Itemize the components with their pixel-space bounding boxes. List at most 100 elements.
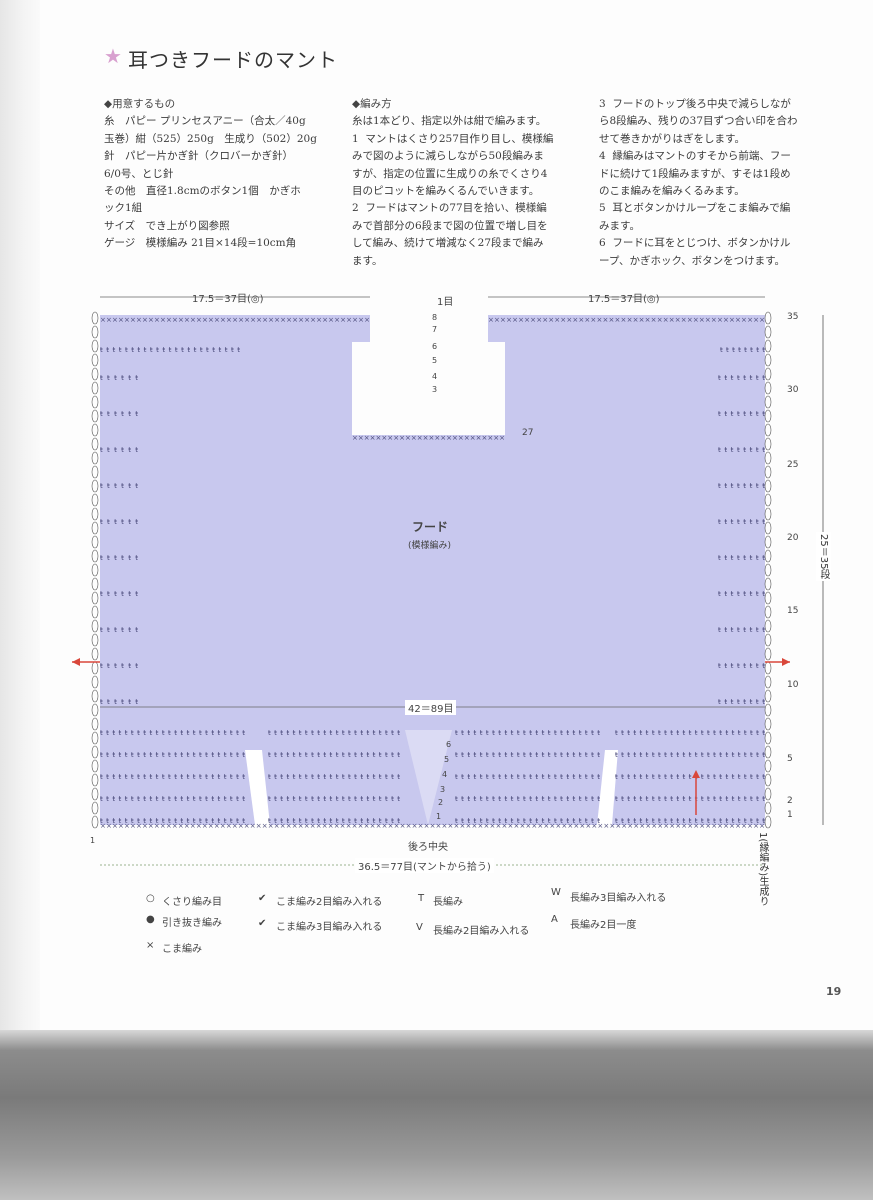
inner-row-27: 27	[522, 428, 534, 438]
materials-line: 糸 パピー プリンセスアニー（合太／40g	[104, 115, 306, 128]
arrow-right-icon	[765, 658, 790, 666]
edge-chain-stitch	[764, 479, 772, 493]
arrow-up-icon	[692, 770, 700, 815]
method2-line: 5 耳とボタンかけループをこま編みで編	[599, 202, 791, 215]
method2-line: 4 縁編みはマントのすそから前端、フー	[599, 150, 791, 163]
mid-width-label: 42＝89目	[405, 700, 457, 715]
stitch-row: ××××××××××××××××××××××××××××××××××××××××…	[100, 316, 370, 324]
method2-line: 3 フードのトップ後ろ中央で減らしなが	[599, 98, 791, 110]
edge-chain-stitch	[91, 409, 99, 423]
edge-chain-stitch	[91, 717, 99, 731]
page-gutter	[0, 0, 40, 1030]
method-line: ます。	[352, 254, 383, 267]
page-title: 耳つきフードのマント	[128, 48, 338, 72]
legend-label: くさり編み目	[162, 897, 222, 908]
hood-area	[100, 315, 765, 825]
top-row: 3	[432, 385, 438, 394]
center-back-label: 後ろ中央	[408, 842, 448, 853]
edge-chain-stitch	[91, 367, 99, 381]
legend-symbol: A	[551, 914, 558, 925]
hood-label: フード	[412, 520, 449, 534]
materials-line: 玉巻）紺（525）250g 生成り（502）20g	[104, 132, 317, 145]
neck-row: 4	[442, 770, 448, 779]
edge-chain-stitch	[91, 675, 99, 689]
row-mark: 35	[787, 312, 799, 322]
edge-chain-stitch	[764, 633, 772, 647]
edge-chain-stitch	[91, 311, 99, 325]
row-mark: 30	[787, 385, 799, 395]
edge-chain-stitch	[91, 339, 99, 353]
scan-shadow	[0, 1030, 873, 1200]
edge-chain-stitch	[91, 759, 99, 773]
edge-chain-stitch	[764, 787, 772, 801]
edge-chain-stitch	[764, 563, 772, 577]
materials-line: ック1組	[104, 202, 143, 215]
edge-chain-stitch	[764, 535, 772, 549]
edge-chain-stitch	[91, 801, 99, 815]
page-number: 19	[826, 985, 842, 998]
edge-chain-stitch	[91, 479, 99, 493]
method2-line: せて巻きかがりはぎをします。	[599, 132, 745, 145]
legend-symbol: W	[551, 887, 561, 898]
materials-line: その他 直径1.8cmのボタン1個 かぎホ	[104, 185, 301, 198]
stitch-row: ŧŧŧŧŧŧŧŧŧŧŧŧŧŧŧŧŧŧŧŧŧŧŧŧŧ	[615, 795, 765, 803]
stitch-row: ××××××××××××××××××××××××××	[352, 434, 505, 442]
edge-chain-stitch	[91, 353, 99, 367]
star-icon: ★	[104, 44, 122, 68]
method-line: すが、指定の位置に生成りの糸でくさり4	[352, 167, 548, 180]
method2-line: ら8段編み、残りの37目ずつ合い印を合わ	[599, 115, 798, 128]
edge-chain-stitch	[91, 395, 99, 409]
edge-chain-stitch	[764, 507, 772, 521]
materials-heading: ◆用意するもの	[104, 98, 176, 110]
height-label: 25＝35段	[816, 532, 831, 582]
top-right-width-label: 17.5＝37目(◎)	[588, 294, 660, 305]
edge-chain-stitch	[91, 591, 99, 605]
edge-chain-stitch	[91, 647, 99, 661]
legend-label: こま編み2目編み入れる	[276, 897, 383, 908]
edge-chain-stitch	[764, 605, 772, 619]
row-mark: 20	[787, 533, 799, 543]
stitch-row: ××××××××××××××××××××××××××××××××××××××××…	[100, 822, 765, 830]
edge-chain-stitch	[91, 619, 99, 633]
materials-line: 6/0号、とじ針	[104, 167, 174, 180]
edge-chain-stitch	[764, 521, 772, 535]
edge-chain-stitch	[91, 703, 99, 717]
edge-chain-stitch	[91, 745, 99, 759]
row-mark: 15	[787, 606, 799, 616]
legend-label: 長編み2目一度	[570, 920, 637, 931]
stitch-row: ŧŧŧŧŧŧŧŧŧŧŧŧŧŧŧŧŧŧŧŧŧŧŧ	[100, 346, 240, 354]
bottom-width-label: 36.5＝77目(マントから拾う)	[355, 858, 494, 873]
edge-chain-stitch	[764, 493, 772, 507]
crochet-chart: ××××××××××××××××××××××××××××××××××××××××…	[72, 296, 824, 866]
edge-chain-stitch	[91, 535, 99, 549]
legend-label: 引き抜き編み	[162, 918, 222, 929]
legend-label: こま編み3目編み入れる	[276, 922, 383, 933]
legend-label: 長編み2目編み入れる	[433, 926, 530, 937]
edge-chain-stitch	[764, 759, 772, 773]
top-row: 6	[432, 342, 438, 351]
edge-chain-stitch	[764, 395, 772, 409]
method-line: して編み、続けて増減なく27段まで編み	[352, 237, 544, 250]
neck-row: 5	[444, 755, 450, 764]
edge-chain-stitch	[764, 661, 772, 675]
legend-symbol: ○	[146, 893, 155, 904]
edge-chain-stitch	[764, 311, 772, 325]
notch-left	[245, 750, 270, 825]
edge-chain-stitch	[91, 507, 99, 521]
edge-note-label: 1(縁編み)生成り	[757, 832, 768, 907]
edge-chain-stitch	[91, 493, 99, 507]
edge-chain-stitch	[91, 325, 99, 339]
legend-symbol: V	[416, 922, 423, 933]
row-mark: 5	[787, 754, 793, 764]
materials-line: サイズ でき上がり図参照	[104, 219, 230, 232]
edge-chain-stitch	[764, 423, 772, 437]
edge-chain-stitch	[764, 647, 772, 661]
edge-chain-stitch	[91, 605, 99, 619]
legend-symbol: ✔	[258, 893, 267, 904]
method2-line: ドに続けて1段編みますが、すそは1段め	[599, 167, 791, 180]
row-mark: 2	[787, 796, 793, 806]
edge-chain-stitch	[91, 633, 99, 647]
edge-chain-stitch	[764, 801, 772, 815]
neck-row: 3	[440, 785, 446, 794]
top-row: 7	[432, 325, 438, 334]
